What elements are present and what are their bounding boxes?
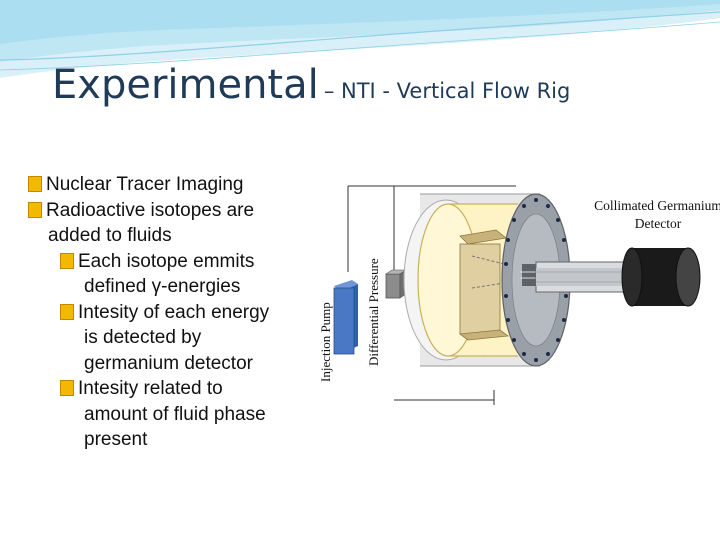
bullet-line: added to fluids xyxy=(48,225,172,246)
bullet-marker-icon xyxy=(60,252,74,269)
bullet-marker-icon xyxy=(28,176,42,192)
bullet-marker-icon xyxy=(60,303,74,320)
bullet-line: defined γ-energies xyxy=(84,276,241,297)
bullet-line: Radioactive isotopes are xyxy=(46,199,255,221)
bullet-item: Each isotope emmits defined γ-energies xyxy=(28,249,328,300)
bullet-list: Nuclear Tracer Imaging Radioactive isoto… xyxy=(28,172,328,453)
bullet-line: amount of fluid phase xyxy=(84,403,266,425)
detector-label-line1: Collimated Germanium xyxy=(594,198,720,213)
slide-title: Experimental – NTI - Vertical Flow Rig xyxy=(52,62,570,108)
bullet-line: Nuclear Tracer Imaging xyxy=(46,174,244,195)
injection-pump xyxy=(333,280,358,355)
collimator-tube xyxy=(535,261,633,293)
bullet-item: Nuclear Tracer Imaging xyxy=(28,172,328,198)
differential-pressure-gauge xyxy=(385,269,407,299)
bullet-line: germanium detector xyxy=(84,352,253,374)
bullet-line: present xyxy=(84,429,148,450)
bullet-item: Intesity related to amount of fluid phas… xyxy=(28,376,328,453)
bullet-line: is detected by xyxy=(84,327,202,348)
title-main: Experimental xyxy=(52,62,319,108)
bullet-line: Intesity of each energy xyxy=(78,301,270,323)
bullet-line: Each isotope emmits xyxy=(78,250,255,272)
flow-rig-diagram: Injection Pump Differential Pressure xyxy=(318,185,720,405)
differential-pressure-label: Differential Pressure xyxy=(366,258,381,366)
bullet-item: Intesity of each energy is detected by g… xyxy=(28,300,328,377)
bullet-line: Intesity related to xyxy=(78,378,223,399)
detector-label-line2: Detector xyxy=(635,216,682,231)
bullet-item: Radioactive isotopes are added to fluids xyxy=(28,198,328,249)
bullet-marker-icon xyxy=(28,201,42,218)
bullet-marker-icon xyxy=(60,380,74,396)
injection-pump-label: Injection Pump xyxy=(318,302,333,382)
title-subtitle: – NTI - Vertical Flow Rig xyxy=(323,79,571,103)
rig-frame xyxy=(347,185,516,405)
header-wave-decoration xyxy=(0,0,720,78)
germanium-detector xyxy=(621,247,701,307)
